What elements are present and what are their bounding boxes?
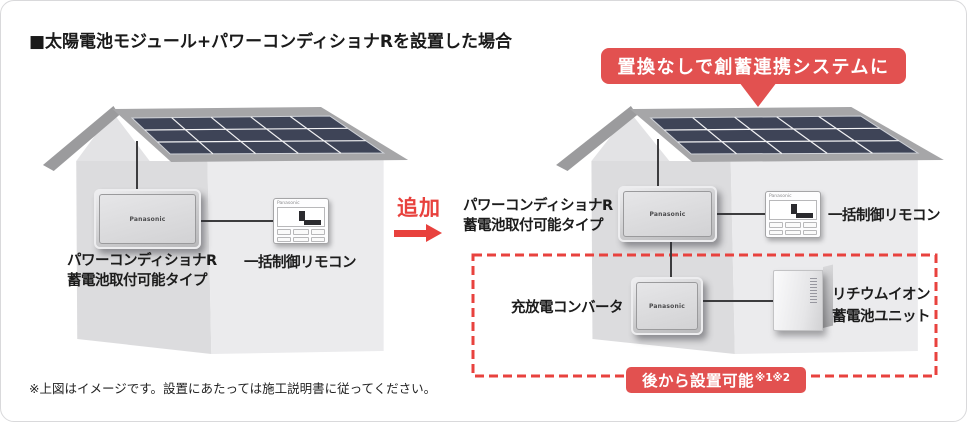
control-remote-before: Panasonic — [273, 198, 329, 244]
battery-label: リチウムイオン 蓄電池ユニット — [832, 287, 931, 325]
brand-logo: Panasonic — [277, 201, 300, 206]
page-title: ■太陽電池モジュール+パワーコンディショナRを設置した場合 — [29, 32, 513, 52]
remote-label-after: 一括制御リモコン — [828, 208, 941, 224]
brand-logo: Panasonic — [769, 194, 792, 199]
add-arrow-head-icon — [426, 224, 442, 242]
disclaimer-note: ※上図はイメージです。設置にあたっては施工説明書に従ってください。 — [29, 381, 437, 396]
brand-logo: Panasonic — [649, 302, 685, 310]
charge-discharge-converter: Panasonic — [631, 277, 703, 335]
wire-pc-to-remote-before — [201, 220, 273, 222]
control-remote-after: Panasonic — [765, 191, 821, 238]
add-label: 追加 — [397, 196, 441, 220]
power-conditioner-before: Panasonic — [94, 189, 201, 249]
callout-badge: 置換なしで創蓄連携システムに — [601, 48, 906, 84]
install-later-badge: 後から設置可能※1※2 — [626, 367, 806, 393]
lithium-ion-battery-unit — [773, 264, 835, 333]
power-conditioner-after: Panasonic — [618, 186, 717, 242]
wire-panel-to-pc-after — [657, 139, 659, 188]
remote-screen — [769, 200, 817, 220]
pc-label-before: パワーコンディショナR 蓄電池取付可能タイプ — [67, 253, 217, 289]
battery-label-strip — [810, 278, 817, 305]
remote-screen — [277, 207, 325, 227]
wire-panel-to-pc-before — [136, 141, 138, 191]
remote-buttons — [769, 222, 817, 235]
wire-pc-to-remote-after — [717, 213, 765, 215]
pc-label-after: パワーコンディショナR 蓄電池取付可能タイプ — [463, 198, 613, 234]
footnote-marks: ※1※2 — [754, 372, 791, 384]
wire-converter-to-battery — [703, 300, 773, 302]
remote-label-before: 一括制御リモコン — [244, 255, 357, 271]
remote-buttons — [277, 229, 325, 242]
brand-logo: Panasonic — [129, 215, 166, 223]
add-arrow-icon — [394, 230, 426, 237]
converter-label: 充放電コンバータ — [511, 300, 624, 316]
callout-pointer-icon — [739, 82, 777, 107]
brand-logo: Panasonic — [649, 210, 686, 218]
wire-pc-to-converter — [670, 241, 672, 279]
